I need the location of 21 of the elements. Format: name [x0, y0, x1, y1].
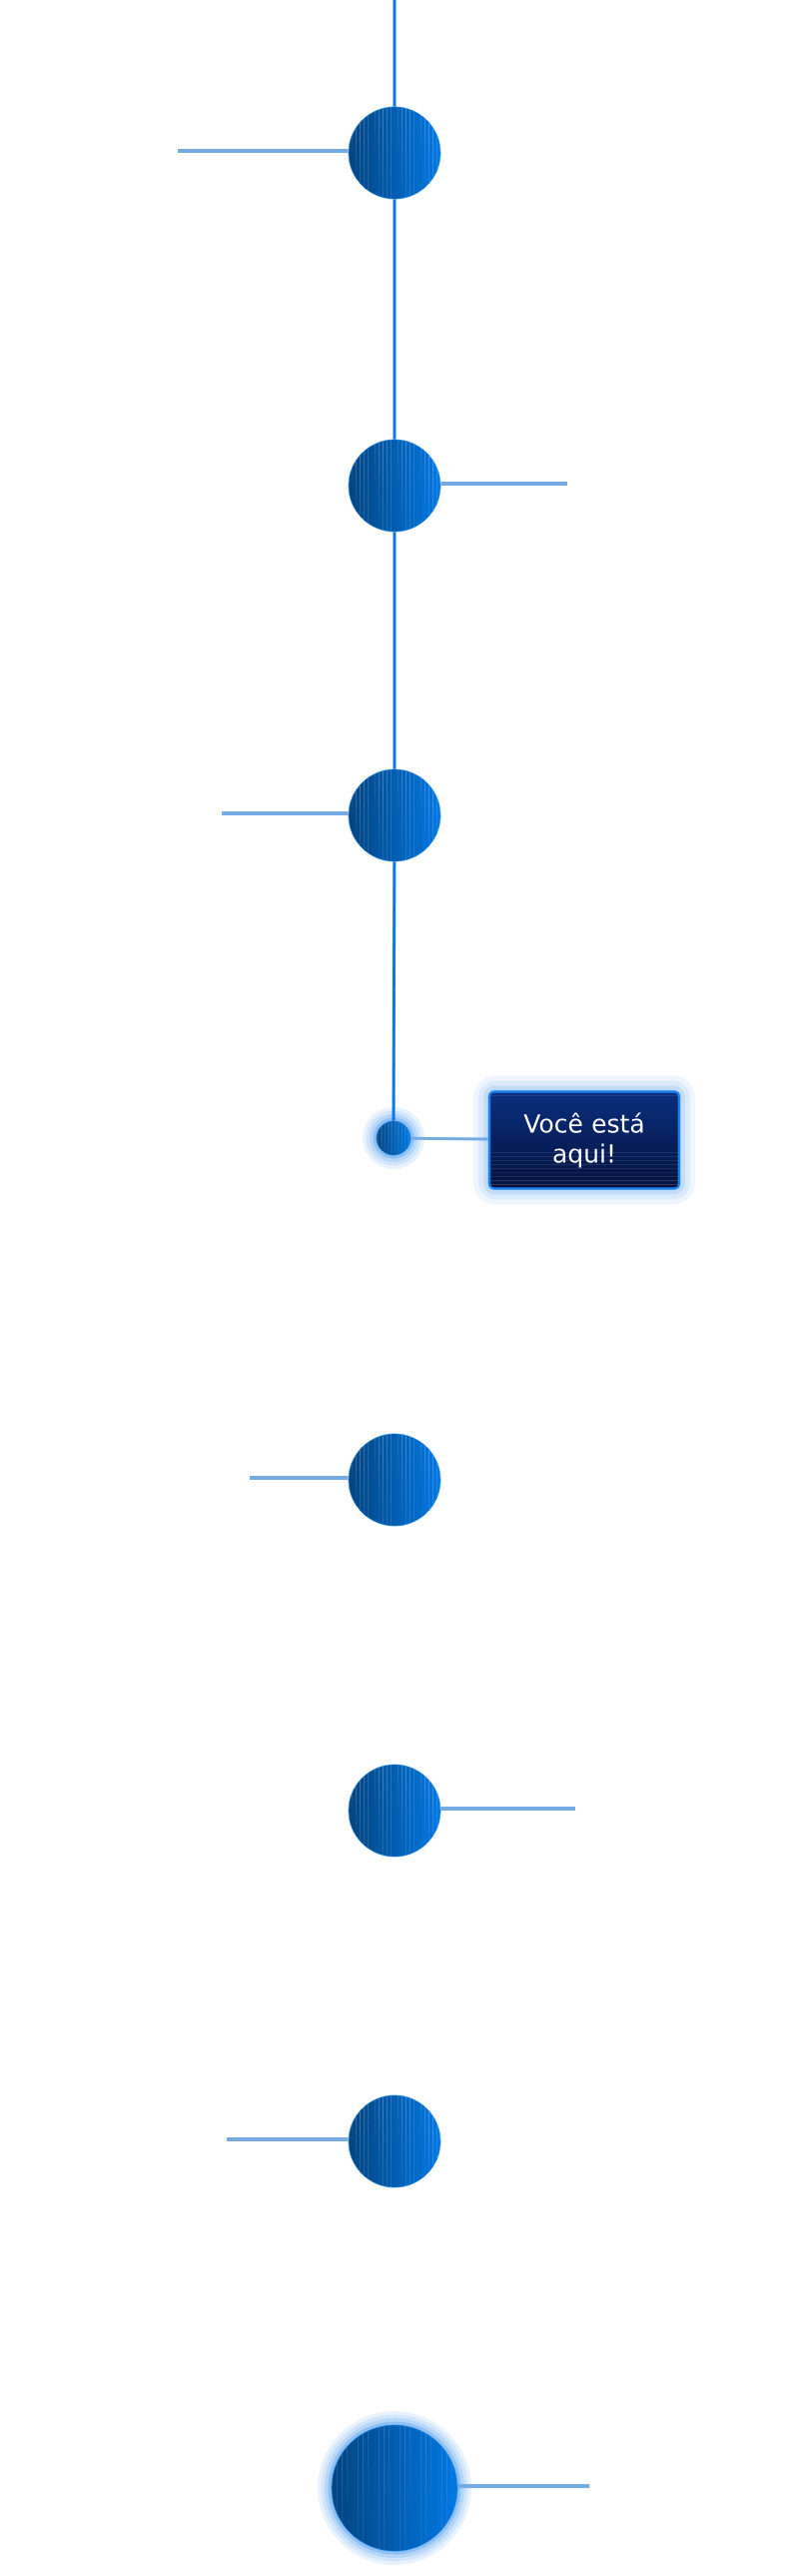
timeline-circle	[331, 2424, 458, 2552]
connector-stub	[440, 482, 567, 486]
connector-line	[410, 1136, 488, 1141]
connector-line	[393, 199, 396, 440]
connector-stub	[440, 1807, 575, 1811]
timeline-circle	[348, 439, 441, 533]
connector-line	[392, 861, 396, 1121]
connector-stub	[457, 2484, 589, 2489]
timeline-circle	[348, 106, 441, 200]
timeline-circle	[348, 1433, 441, 1527]
connector-line	[393, 532, 396, 769]
timeline-dot	[376, 1120, 411, 1156]
timeline-circle	[348, 2094, 441, 2188]
connector-stub	[227, 2137, 349, 2142]
timeline-circle	[348, 768, 441, 862]
connector-stub	[178, 149, 349, 153]
label-box: Você está aqui!	[487, 1090, 681, 1190]
connector-stub	[222, 811, 349, 815]
timeline-circle	[348, 1764, 441, 1858]
connector-stub	[250, 1476, 349, 1480]
connector-line	[393, 0, 396, 107]
